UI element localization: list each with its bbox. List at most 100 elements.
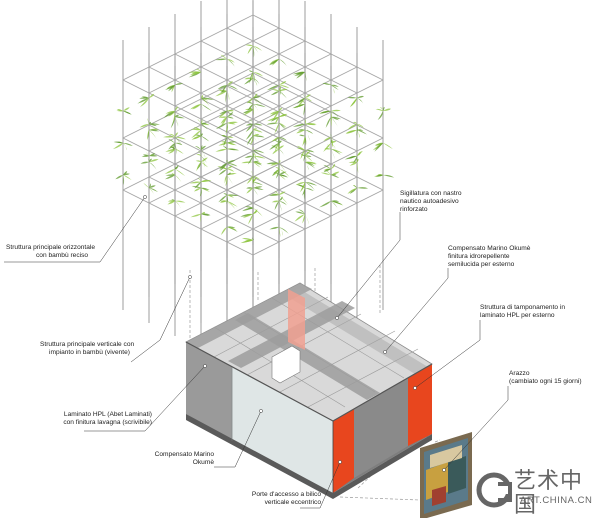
label-vertical-structure-line2: impianto in bambù (vivente)	[49, 349, 130, 356]
bamboo-leaf	[175, 200, 186, 203]
leader-lines	[4, 195, 509, 509]
bamboo-pole	[122, 124, 254, 191]
bamboo-leaf	[227, 116, 234, 119]
bamboo-leaf	[247, 214, 253, 225]
bamboo-leaf	[300, 150, 305, 160]
bamboo-leaf	[169, 133, 175, 137]
bamboo-leaf	[227, 168, 235, 172]
bamboo-leaf	[348, 155, 357, 159]
bamboo-leaf	[356, 124, 358, 136]
bamboo-leaf	[123, 110, 132, 115]
bamboo-leaf	[123, 175, 132, 181]
bamboo-leaf	[250, 171, 254, 176]
bamboo-leaf	[200, 130, 202, 140]
bamboo-leaf	[220, 54, 227, 59]
bamboo-leaf	[331, 109, 341, 112]
bamboo-leaf	[227, 136, 234, 138]
bamboo-pole	[148, 176, 280, 243]
bamboo-leaf	[172, 111, 176, 123]
bamboo-leaf	[190, 128, 201, 131]
bamboo-pole	[226, 176, 358, 243]
bamboo-leaf	[175, 114, 179, 118]
bamboo-leaf	[164, 175, 175, 180]
bamboo-leaf	[303, 136, 306, 145]
bamboo-leaf	[123, 175, 125, 186]
label-infill-structure-line2: laminato HPL per esterno	[480, 312, 555, 319]
bamboo-foliage	[112, 44, 395, 244]
bamboo-leaf	[273, 139, 279, 143]
bamboo-leaf	[253, 161, 263, 165]
bamboo-leaf	[252, 72, 254, 82]
label-vertical-structure: Struttura principale verticale con impia…	[40, 341, 134, 357]
bamboo-leaf	[325, 117, 331, 128]
bamboo-leaf	[266, 85, 279, 91]
bamboo-leaf	[277, 55, 279, 59]
bamboo-leaf	[189, 181, 201, 184]
bamboo-leaf	[246, 98, 253, 104]
bamboo-leaf	[296, 129, 305, 134]
bamboo-leaf	[220, 117, 227, 124]
bamboo-pole	[148, 66, 280, 133]
bamboo-leaf	[271, 200, 279, 203]
bamboo-leaf	[253, 161, 263, 166]
bamboo-leaf	[305, 136, 307, 145]
bamboo-leaf	[140, 161, 149, 164]
bamboo-leaf	[279, 123, 286, 129]
bamboo-leaf	[331, 85, 339, 91]
bamboo-leaf	[352, 121, 358, 125]
bamboo-leaf	[245, 130, 253, 140]
bamboo-leaf	[247, 104, 253, 111]
bamboo-leaf	[357, 95, 364, 99]
bamboo-leaf	[305, 149, 315, 153]
bamboo-leaf	[191, 130, 201, 139]
bamboo-leaf	[266, 122, 279, 125]
bamboo-leaf	[246, 207, 253, 210]
label-tapestry-line1: Arazzo	[509, 370, 530, 377]
bamboo-leaf	[227, 201, 236, 211]
bamboo-leaf	[141, 96, 149, 99]
bamboo-pole	[226, 137, 358, 204]
bamboo-leaf	[277, 137, 279, 148]
bamboo-leaf	[227, 165, 233, 169]
bamboo-leaf	[357, 130, 360, 138]
bamboo-leaf	[225, 123, 228, 135]
bamboo-leaf	[175, 137, 182, 144]
bamboo-leaf	[116, 109, 123, 112]
bamboo-leaf	[245, 124, 253, 132]
bamboo-leaf	[279, 59, 287, 67]
bamboo-leaf	[167, 200, 175, 205]
bamboo-pole	[226, 85, 358, 152]
bamboo-leaf	[305, 156, 309, 167]
bamboo-leaf	[201, 97, 214, 100]
bamboo-leaf	[199, 188, 202, 197]
bamboo-leaf	[253, 187, 264, 191]
bamboo-leaf	[279, 175, 286, 181]
bamboo-leaf	[175, 116, 185, 119]
bamboo-leaf	[191, 135, 201, 140]
bamboo-leaf	[357, 98, 364, 104]
bamboo-leaf	[253, 124, 261, 134]
bamboo-leaf	[347, 188, 357, 194]
bamboo-leaf	[268, 194, 279, 196]
bamboo-leaf	[173, 172, 175, 175]
bamboo-leaf	[253, 133, 260, 137]
bamboo-leaf	[171, 173, 175, 176]
watermark: 艺术中国 ART.CHINA.CN	[476, 468, 594, 518]
bamboo-leaf	[347, 124, 357, 130]
bamboo-leaf	[221, 227, 227, 236]
bamboo-leaf	[279, 91, 287, 99]
bamboo-leaf	[331, 137, 333, 148]
bamboo-leaf	[299, 182, 305, 193]
label-access-doors-line1: Porte d'accesso a bilico	[251, 491, 321, 498]
bamboo-leaf	[201, 97, 208, 101]
bamboo-leaf	[218, 163, 227, 172]
label-okume-finish-line1: Compensato Marino Okumè	[448, 245, 531, 252]
bamboo-leaf	[222, 146, 228, 149]
bamboo-pole	[252, 124, 384, 191]
label-infill-structure: Struttura di tamponamento in laminato HP…	[480, 304, 565, 320]
bamboo-leaf	[225, 175, 228, 187]
bamboo-leaf	[123, 107, 130, 111]
bamboo-leaf	[172, 143, 175, 152]
bamboo-leaf	[252, 104, 254, 116]
bamboo-leaf	[201, 104, 212, 112]
